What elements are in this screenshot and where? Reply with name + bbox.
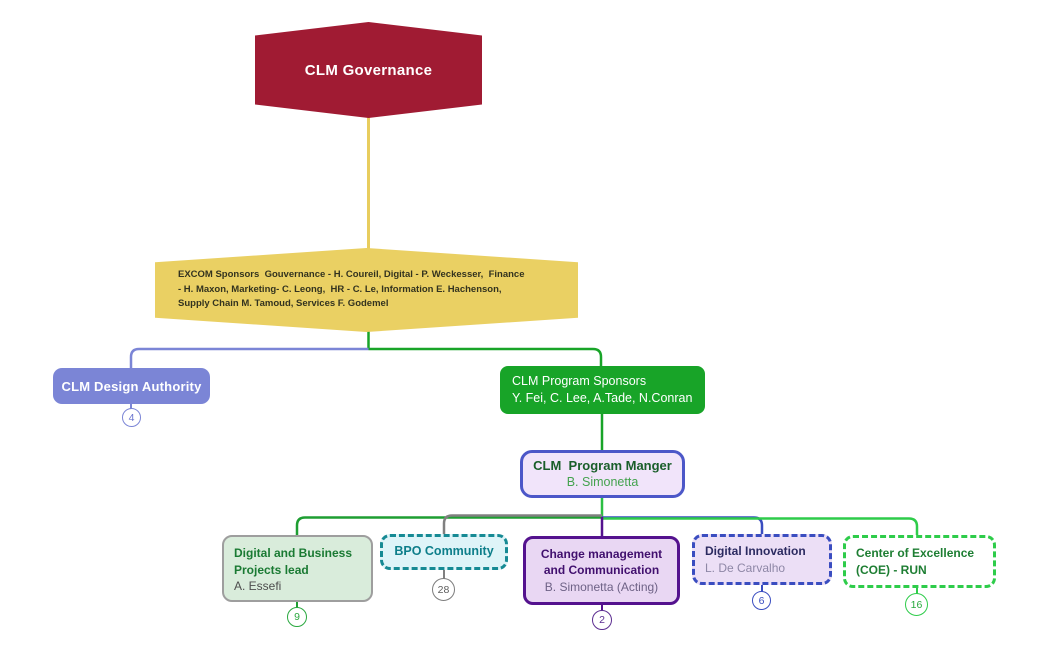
program-sponsors-title: CLM Program Sponsors bbox=[512, 373, 647, 388]
node-clm-program-sponsors[interactable]: CLM Program Sponsors Y. Fei, C. Lee, A.T… bbox=[500, 366, 705, 414]
design-authority-label: CLM Design Authority bbox=[61, 378, 202, 394]
count-badge-digital-innovation[interactable]: 6 bbox=[752, 591, 771, 610]
clm-governance-label: CLM Governance bbox=[304, 61, 433, 79]
node-clm-design-authority[interactable]: CLM Design Authority bbox=[53, 368, 210, 404]
digital-innovation-title: Digital Innovation bbox=[705, 544, 806, 558]
excom-line-2: - H. Maxon, Marketing- C. Leong, HR - C.… bbox=[178, 283, 502, 295]
count-badge-digital-business[interactable]: 9 bbox=[287, 607, 307, 627]
change-management-name: B. Simonetta (Acting) bbox=[544, 579, 659, 594]
count-badge-coe-run[interactable]: 16 bbox=[905, 593, 928, 616]
program-sponsors-names: Y. Fei, C. Lee, A.Tade, N.Conran bbox=[512, 391, 693, 405]
change-management-title: Change management and Communication bbox=[540, 546, 663, 578]
digital-innovation-name: L. De Carvalho bbox=[705, 560, 786, 575]
node-clm-governance[interactable]: CLM Governance bbox=[255, 22, 482, 118]
digital-business-title: Digital and Business Projects lead bbox=[234, 546, 353, 577]
node-change-management-communication[interactable]: Change management and Communication B. S… bbox=[523, 536, 680, 605]
node-center-of-excellence-run[interactable]: Center of Excellence (COE) - RUN bbox=[843, 535, 996, 588]
excom-line-3: Supply Chain M. Tamoud, Services F. Gode… bbox=[178, 298, 389, 310]
program-manager-title: CLM Program Manger bbox=[533, 457, 672, 473]
excom-sponsors-label: EXCOM Sponsors Gouvernance - H. Coureil,… bbox=[155, 268, 525, 312]
node-digital-business-projects-lead[interactable]: Digital and Business Projects lead A. Es… bbox=[222, 535, 373, 602]
program-manager-name: B. Simonetta bbox=[566, 475, 639, 490]
bpo-community-title: BPO Community bbox=[394, 544, 494, 559]
node-bpo-community[interactable]: BPO Community bbox=[380, 534, 508, 570]
excom-line-1: EXCOM Sponsors Gouvernance - H. Coureil,… bbox=[178, 268, 525, 280]
node-clm-program-manager[interactable]: CLM Program Manger B. Simonetta bbox=[520, 450, 685, 498]
node-digital-innovation[interactable]: Digital Innovation L. De Carvalho bbox=[692, 534, 832, 585]
count-badge-bpo-community[interactable]: 28 bbox=[432, 578, 455, 601]
coe-run-title: Center of Excellence (COE) - RUN bbox=[856, 546, 975, 577]
node-excom-sponsors[interactable]: EXCOM Sponsors Gouvernance - H. Coureil,… bbox=[155, 248, 578, 332]
count-badge-design-authority[interactable]: 4 bbox=[122, 408, 141, 427]
connector-junction-bpo-community bbox=[442, 514, 602, 536]
digital-business-name: A. Essefi bbox=[234, 579, 282, 594]
count-badge-change-management[interactable]: 2 bbox=[592, 610, 612, 630]
connector-excom-design-authority bbox=[129, 347, 369, 370]
